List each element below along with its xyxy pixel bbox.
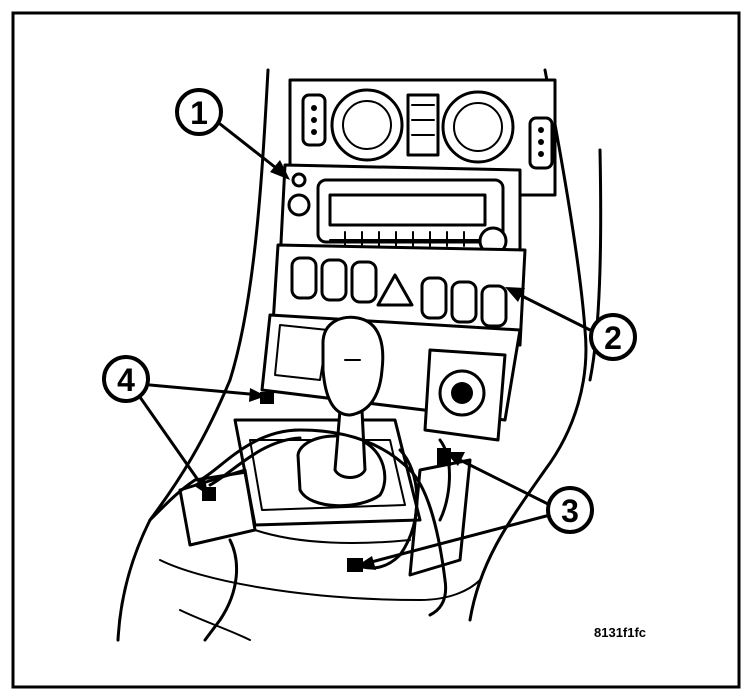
callout-4: 4 (102, 355, 150, 403)
radio-unit (278, 163, 522, 267)
callout-leaders (133, 118, 592, 570)
callout-2-label: 2 (604, 320, 622, 356)
wiring-harness (198, 392, 451, 617)
callout-1-label: 1 (190, 95, 208, 131)
callout-4-label: 4 (117, 362, 135, 398)
console-bin (178, 458, 472, 577)
callout-2: 2 (589, 313, 637, 361)
callout-3-label: 3 (561, 493, 579, 529)
console-body (116, 68, 603, 642)
callout-3: 3 (546, 486, 594, 534)
figure-id-label: 8131f1fc (594, 625, 646, 640)
callout-1: 1 (175, 88, 223, 136)
